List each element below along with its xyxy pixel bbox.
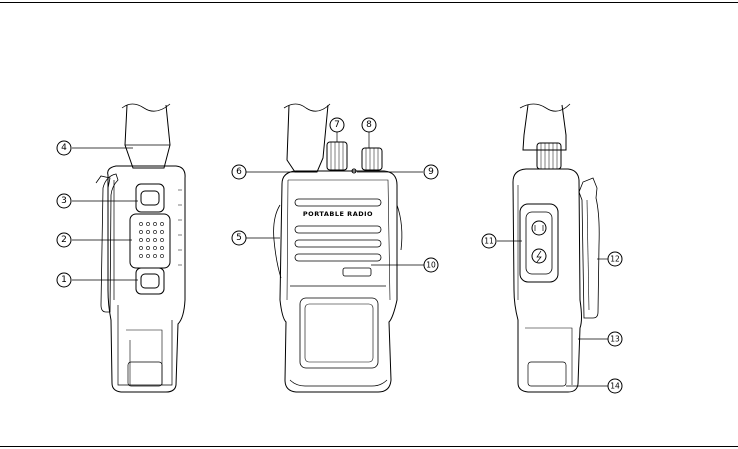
svg-text:4: 4 [61,143,67,153]
callout-12: 12 [608,252,622,266]
svg-text:9: 9 [428,167,434,177]
bottom-rule [0,446,738,447]
front-view: PORTABLE RADIO [274,104,402,392]
brand-label: PORTABLE RADIO [303,210,373,218]
speaker-grille [295,199,381,261]
callout-11: 11 [482,234,496,248]
svg-text:6: 6 [236,167,242,177]
svg-text:1: 1 [61,275,67,285]
svg-text:11: 11 [484,237,494,246]
callout-7: 7 [330,118,344,132]
callout-13: 13 [608,332,622,346]
battery-window [300,298,378,368]
callout-10: 10 [424,258,438,272]
svg-text:12: 12 [610,255,620,264]
svg-text:3: 3 [61,196,67,206]
callout-9: 9 [424,165,438,179]
antenna [125,105,170,168]
front-antenna [287,105,328,172]
callout-5: 5 [232,231,246,245]
callout-2: 2 [57,233,71,247]
left-side-body [108,166,185,392]
belt-clip [101,174,118,312]
right-side-view [513,104,599,392]
svg-text:7: 7 [334,120,340,130]
callout-3: 3 [57,194,71,208]
callout-6: 6 [232,165,246,179]
svg-text:13: 13 [610,335,620,344]
right-belt-clip [579,178,599,318]
callout-4: 4 [57,141,71,155]
callout-14: 14 [608,379,622,393]
callout-8: 8 [362,118,376,132]
callout-1: 1 [57,273,71,287]
side-button-lower [136,268,164,294]
volume-knob [362,148,382,170]
front-label-plate [343,268,371,276]
svg-text:5: 5 [236,233,242,243]
ptt-grille [139,222,163,257]
svg-text:10: 10 [426,261,436,270]
ptt-key-pad [130,214,170,268]
front-body [280,171,397,392]
channel-knob [327,142,347,170]
side-button-upper [136,184,164,212]
left-side-view [96,104,185,392]
svg-text:14: 14 [610,382,620,391]
svg-text:8: 8 [366,120,372,130]
svg-text:2: 2 [61,235,67,245]
